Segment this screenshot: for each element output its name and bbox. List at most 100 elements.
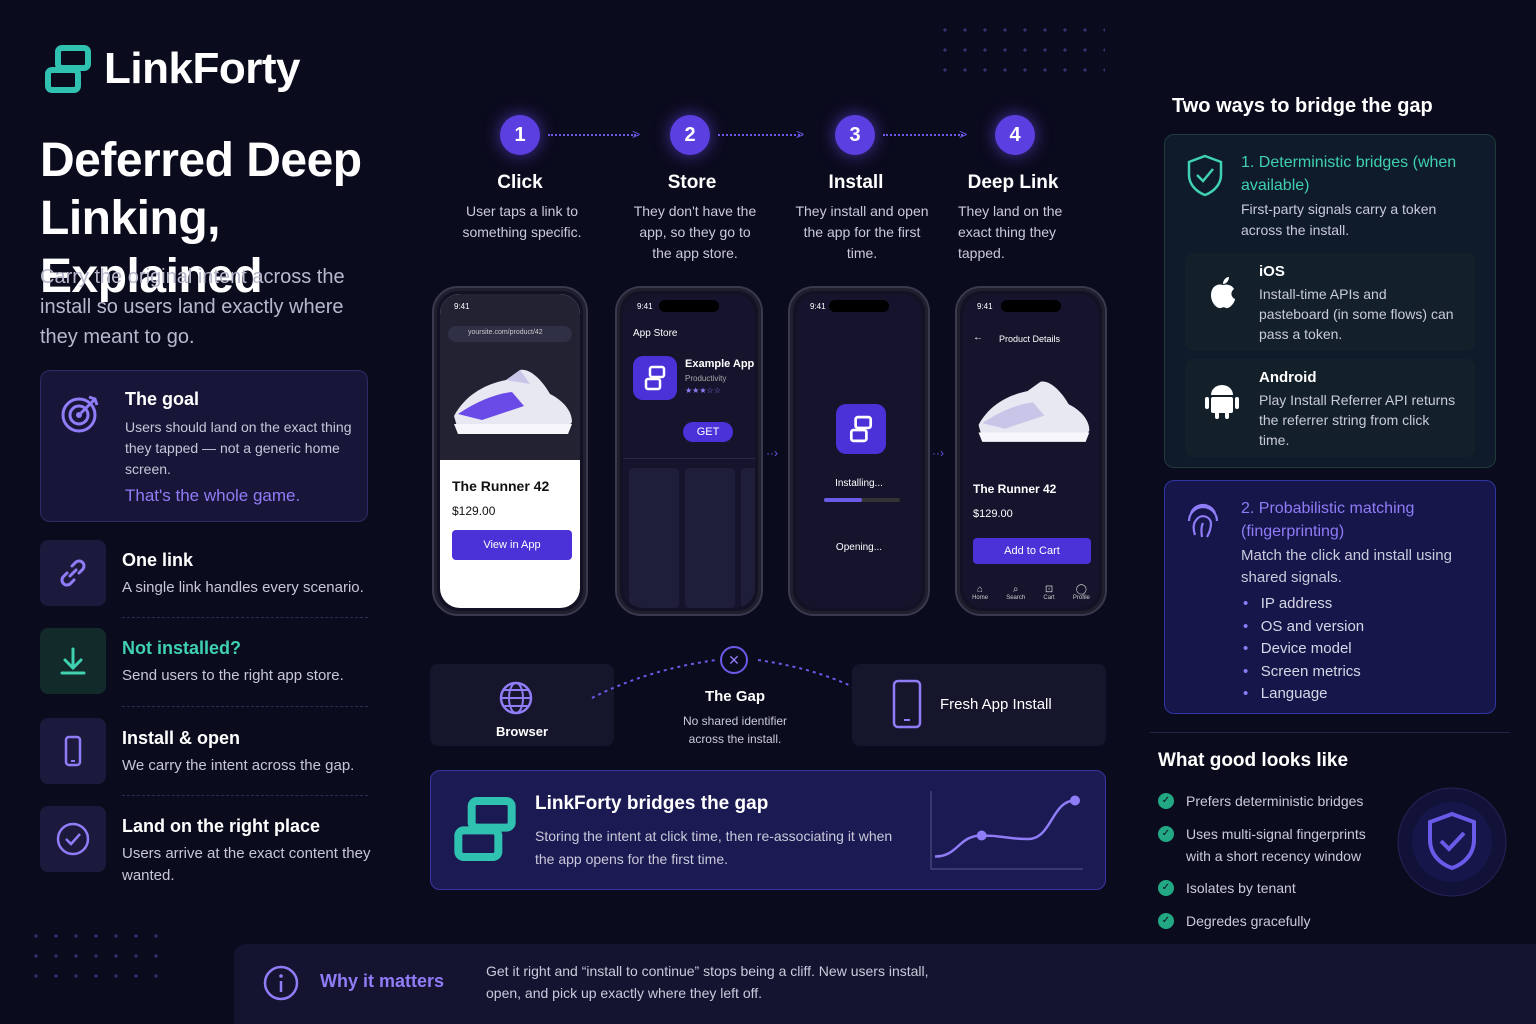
product-name: The Runner 42 — [452, 478, 550, 494]
page-subtitle: Carry the original intent across the ins… — [40, 266, 345, 348]
android-icon — [1205, 385, 1239, 419]
ios-title: iOS — [1259, 263, 1285, 280]
divider — [122, 706, 368, 707]
phone-icon — [892, 679, 922, 729]
opening-text: Opening... — [835, 542, 883, 553]
status-time: 9:41 — [977, 302, 993, 311]
gap-x-icon: ✕ — [720, 646, 748, 674]
feature-not-installed: Not installed? Send users to the right a… — [40, 628, 370, 694]
screenshot-preview — [629, 468, 679, 608]
bridge-card: LinkForty bridges the gap Storing the in… — [430, 770, 1106, 890]
android-description: Play Install Referrer API returns the re… — [1259, 392, 1456, 448]
check-circle-icon — [56, 822, 90, 856]
arrow-head-icon: > — [632, 126, 641, 142]
android-title: Android — [1259, 369, 1317, 386]
signal-item: • Language — [1243, 685, 1328, 702]
home-icon: ⌂ — [977, 584, 984, 595]
phone-notch — [659, 300, 719, 312]
tab-search[interactable]: ⌕Search — [1006, 584, 1026, 601]
divider — [122, 617, 368, 618]
check-icon: ✓ — [1158, 826, 1174, 842]
link-icon-box — [40, 540, 106, 606]
probabilistic-description: Match the click and install using shared… — [1241, 547, 1452, 586]
step-description: They don't have the app, so they go to t… — [633, 203, 757, 261]
linkforty-logo-icon — [45, 45, 91, 93]
phone-notch — [1001, 300, 1061, 312]
feature-install-open: Install & open We carry the intent acros… — [40, 718, 370, 784]
step-title: Install — [828, 172, 884, 193]
product-name: The Runner 42 — [973, 482, 1057, 496]
goal-title: The goal — [125, 389, 200, 409]
shield-badge-icon — [1397, 787, 1507, 897]
brand-name: LinkForty — [104, 44, 300, 93]
trend-line — [934, 799, 1076, 858]
target-icon — [61, 395, 99, 433]
check-icon: ✓ — [1158, 913, 1174, 929]
android-subcard: Android Play Install Referrer API return… — [1185, 359, 1475, 457]
good-section: What good looks like ✓Prefers determinis… — [1158, 750, 1388, 940]
step-arrow — [883, 134, 963, 136]
transition-arrow-icon: ··› — [932, 446, 944, 460]
good-item: ✓Isolates by tenant — [1158, 877, 1388, 899]
screenshot-preview — [685, 468, 735, 608]
phone-icon-box — [40, 718, 106, 784]
gap-browser-box: Browser — [430, 664, 614, 746]
back-icon[interactable]: ← — [973, 332, 983, 343]
trend-point — [976, 830, 987, 841]
linkforty-logo-icon — [454, 797, 516, 861]
profile-icon: ◯ — [1075, 584, 1087, 595]
bridge-trend-chart — [930, 791, 1083, 870]
product-price: $129.00 — [452, 504, 496, 518]
linkforty-app-icon — [644, 365, 666, 391]
gap-right-label: Fresh App Install — [940, 696, 1052, 713]
divider — [122, 795, 368, 796]
why-description: Get it right and “install to continue” s… — [486, 963, 929, 1001]
good-item: ✓Prefers deterministic bridges — [1158, 790, 1388, 812]
feature-land-right: Land on the right place Users arrive at … — [40, 806, 370, 884]
transition-arrow-icon: ··› — [766, 446, 778, 460]
phone-notch — [829, 300, 889, 312]
phone-app-store: 9:41 App Store Example App Productivity … — [615, 286, 763, 616]
download-icon — [60, 647, 86, 675]
check-icon: ✓ — [1158, 880, 1174, 896]
bridge-title: LinkForty bridges the gap — [535, 793, 769, 814]
tab-home[interactable]: ⌂Home — [972, 584, 989, 601]
bridge-description: Storing the intent at click time, then r… — [535, 828, 893, 867]
feature-title: One link — [122, 550, 194, 570]
get-button[interactable]: GET — [683, 422, 733, 442]
good-item: ✓Degredes gracefully — [1158, 910, 1388, 932]
view-in-app-button[interactable]: View in App — [452, 530, 572, 560]
trend-point — [1070, 795, 1080, 806]
browser-url-bar[interactable]: yoursite.com/product/42 — [448, 326, 572, 342]
step-arrow — [548, 134, 636, 136]
signal-item: • IP address — [1243, 595, 1333, 612]
why-it-matters-banner: Why it matters Get it right and “install… — [234, 944, 1536, 1024]
signal-item: • OS and version — [1243, 617, 1365, 635]
signal-item: • Device model — [1243, 640, 1352, 657]
page-title: Deferred Deep Linking, Explained — [40, 134, 362, 303]
decorative-dots-top — [935, 20, 1105, 82]
signal-item: • Screen metrics — [1243, 662, 1361, 680]
tab-cart[interactable]: ⊡Cart — [1043, 584, 1055, 601]
brand-logo: LinkForty — [44, 44, 300, 94]
feature-one-link: One link A single link handles every sce… — [40, 540, 370, 606]
install-progress — [824, 498, 900, 502]
tab-profile[interactable]: ◯Profile — [1072, 584, 1090, 601]
good-title: What good looks like — [1158, 750, 1349, 771]
divider — [1150, 732, 1510, 733]
app-icon — [633, 356, 677, 400]
deterministic-title: 1. Deterministic bridges (when available… — [1241, 154, 1457, 194]
gap-description: No shared identifier across the install. — [682, 714, 788, 746]
probabilistic-card: 2. Probabilistic matching (fingerprintin… — [1164, 480, 1496, 714]
right-section-title: Two ways to bridge the gap — [1172, 95, 1433, 117]
phone-icon — [64, 735, 82, 767]
add-to-cart-button[interactable]: Add to Cart — [973, 538, 1091, 564]
feature-description: A single link handles every scenario. — [122, 579, 364, 596]
download-icon-box — [40, 628, 106, 694]
status-time: 9:41 — [637, 302, 653, 311]
info-icon — [263, 965, 299, 1001]
step-title: Click — [497, 172, 543, 193]
link-icon — [60, 559, 86, 587]
cart-icon: ⊡ — [1044, 584, 1054, 595]
globe-icon — [499, 681, 533, 715]
